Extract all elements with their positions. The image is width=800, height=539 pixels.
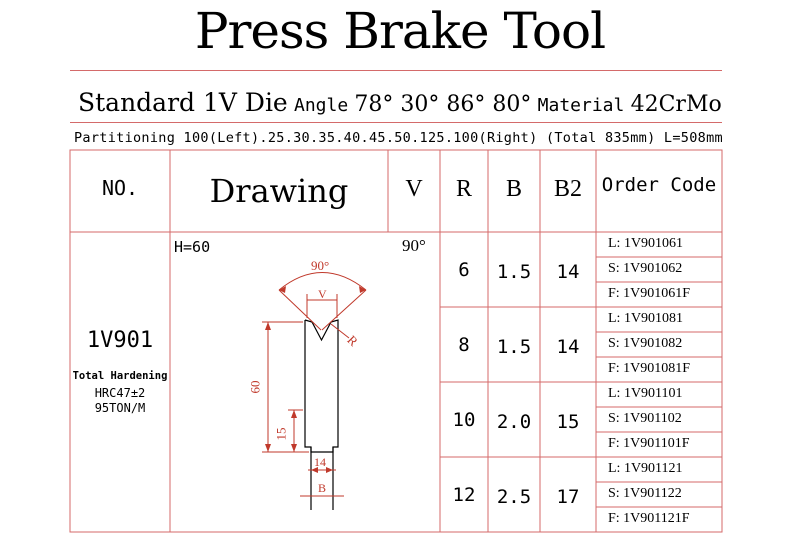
order-code: S: 1V901062 xyxy=(608,261,683,276)
subtitle: Standard 1V Die Angle 78° 30° 86° 80° Ma… xyxy=(78,88,722,118)
order-code: L: 1V901081 xyxy=(608,311,684,326)
r-value: 6 xyxy=(458,259,470,281)
header-drawing: Drawing xyxy=(209,172,349,210)
header-order-code: Order Code xyxy=(601,174,717,196)
product-name: Standard 1V Die xyxy=(78,88,288,117)
material-label: Material xyxy=(537,95,625,116)
order-code: S: 1V901122 xyxy=(608,486,682,501)
b-value: 1.5 xyxy=(496,336,532,358)
drawing-v-label: V xyxy=(318,287,327,301)
drawing-b-label: B xyxy=(318,481,327,495)
page-title: Press Brake Tool xyxy=(194,2,606,60)
angles-value: 78° 30° 86° 80° xyxy=(354,92,532,117)
order-code: L: 1V901101 xyxy=(608,386,683,401)
header-b2: B2 xyxy=(553,176,582,202)
order-code: F: 1V901061F xyxy=(608,286,691,301)
order-code: S: 1V901102 xyxy=(608,411,682,426)
b2-value: 14 xyxy=(556,336,580,358)
model-number: 1V901 xyxy=(86,328,154,353)
drawing-height-label: 60 xyxy=(247,380,263,394)
r-value: 12 xyxy=(452,484,476,506)
b-value: 2.5 xyxy=(496,486,532,508)
v-angle-value: 90° xyxy=(402,236,426,255)
capacity-value: 95TON/M xyxy=(94,401,146,415)
b2-value: 14 xyxy=(556,261,580,283)
r-value: 10 xyxy=(452,409,476,431)
order-code: L: 1V901121 xyxy=(608,461,683,476)
order-code: F: 1V901101F xyxy=(608,436,690,451)
header-no: NO. xyxy=(101,176,139,200)
order-code: S: 1V901082 xyxy=(608,336,683,351)
b2-value: 15 xyxy=(556,411,580,433)
b-value: 1.5 xyxy=(496,261,532,283)
order-code: F: 1V901081F xyxy=(608,361,691,376)
partitioning-text: Partitioning 100(Left).25.30.35.40.45.50… xyxy=(74,130,723,146)
header-r: R xyxy=(455,176,472,202)
hardening-label: Total Hardening xyxy=(72,370,168,382)
b2-value: 17 xyxy=(556,486,580,508)
hardness-value: HRC47±2 xyxy=(94,386,146,400)
height-label: H=60 xyxy=(174,238,211,256)
b-value: 2.0 xyxy=(496,411,532,433)
order-code: F: 1V901121F xyxy=(608,511,690,526)
drawing-angle-label: 90° xyxy=(311,258,330,273)
drawing-lower-height-label: 15 xyxy=(273,427,289,441)
header-v: V xyxy=(405,176,423,202)
header-b: B xyxy=(505,176,522,202)
subtitle-divider xyxy=(70,122,722,123)
title-divider xyxy=(70,70,722,71)
r-value: 8 xyxy=(458,334,470,356)
drawing-neck-label: 14 xyxy=(314,455,326,469)
angle-label: Angle xyxy=(293,95,349,116)
material-value: 42CrMo xyxy=(630,92,722,117)
order-code: L: 1V901061 xyxy=(608,236,684,251)
